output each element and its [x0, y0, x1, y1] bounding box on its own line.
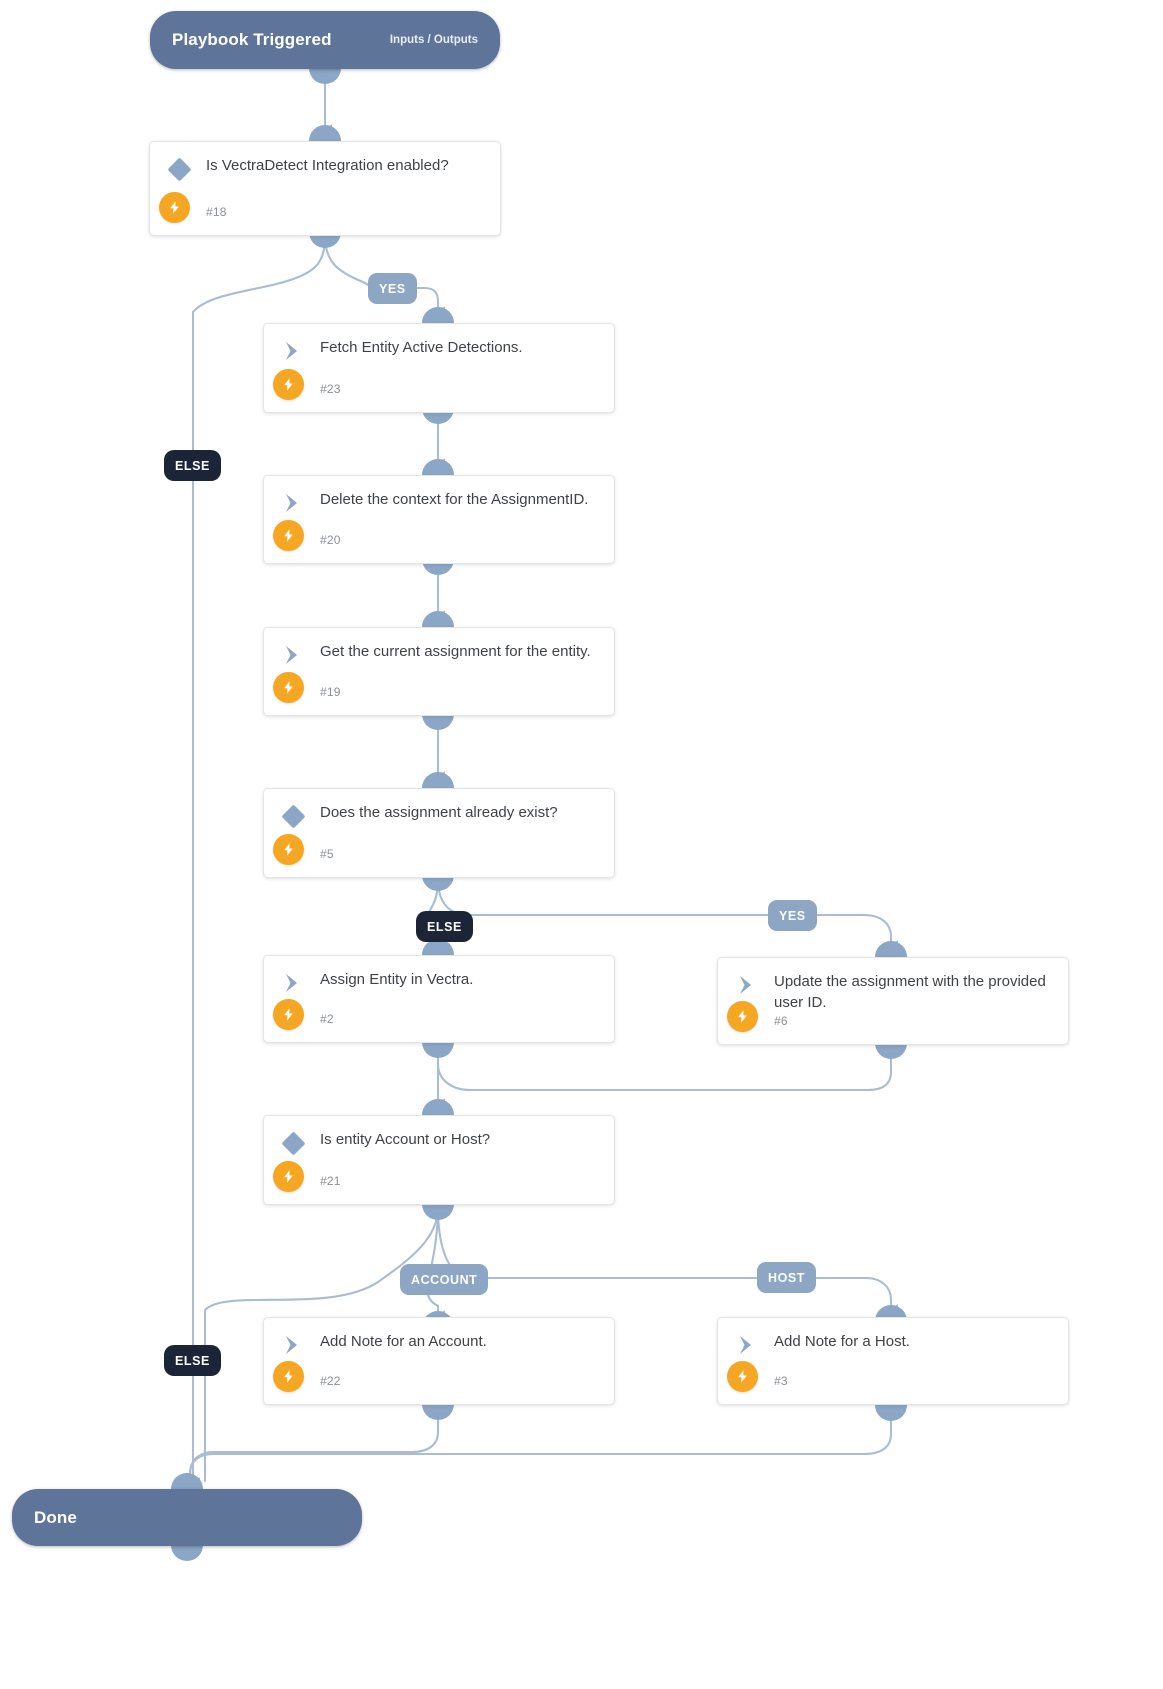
- node-id: #5: [320, 847, 334, 861]
- start-node[interactable]: Playbook Triggered Inputs / Outputs: [150, 11, 500, 69]
- node-card-task-22[interactable]: Add Note for an Account. #22: [263, 1317, 615, 1405]
- node-card-task-2[interactable]: Assign Entity in Vectra. #2: [263, 955, 615, 1043]
- node-id: #23: [320, 382, 341, 396]
- diamond-icon: [166, 156, 192, 182]
- node-title: Update the assignment with the provided …: [774, 973, 1046, 1012]
- end-node-title: Done: [34, 1507, 77, 1527]
- chevron-icon: [280, 642, 306, 668]
- branch-label-account[interactable]: ACCOUNT: [400, 1264, 489, 1295]
- node-card-task-20[interactable]: Delete the context for the AssignmentID.…: [263, 475, 615, 564]
- lightning-bolt-icon: [727, 1001, 758, 1032]
- node-id: #2: [320, 1012, 334, 1026]
- chevron-icon: [734, 1332, 760, 1358]
- node-card-condition-18[interactable]: Is VectraDetect Integration enabled? #18: [149, 141, 501, 236]
- lightning-bolt-icon: [273, 1161, 304, 1192]
- chevron-icon: [280, 490, 306, 516]
- node-id: #6: [774, 1014, 788, 1028]
- node-title: Delete the context for the AssignmentID.: [320, 491, 589, 508]
- lightning-bolt-icon: [273, 999, 304, 1030]
- lightning-bolt-icon: [273, 520, 304, 551]
- chevron-icon: [280, 1332, 306, 1358]
- branch-label-else-1[interactable]: ELSE: [164, 450, 221, 481]
- chevron-icon: [734, 972, 760, 998]
- branch-label-host[interactable]: HOST: [757, 1262, 816, 1293]
- chevron-icon: [280, 338, 306, 364]
- node-id: #18: [206, 205, 227, 219]
- node-title: Add Note for a Host.: [774, 1333, 910, 1350]
- node-card-task-19[interactable]: Get the current assignment for the entit…: [263, 627, 615, 716]
- lightning-bolt-icon: [273, 1361, 304, 1392]
- diamond-icon: [280, 803, 306, 829]
- node-id: #22: [320, 1374, 341, 1388]
- branch-label-yes-1[interactable]: YES: [368, 273, 417, 304]
- lightning-bolt-icon: [159, 192, 190, 223]
- node-card-condition-21[interactable]: Is entity Account or Host? #21: [263, 1115, 615, 1205]
- node-card-task-23[interactable]: Fetch Entity Active Detections. #23: [263, 323, 615, 413]
- node-title: Does the assignment already exist?: [320, 804, 558, 821]
- end-node[interactable]: Done: [12, 1489, 362, 1546]
- node-card-condition-5[interactable]: Does the assignment already exist? #5: [263, 788, 615, 878]
- start-node-inputs-outputs[interactable]: Inputs / Outputs: [389, 34, 478, 46]
- branch-label-else-2[interactable]: ELSE: [416, 911, 473, 942]
- node-id: #21: [320, 1174, 341, 1188]
- node-title: Fetch Entity Active Detections.: [320, 339, 523, 356]
- node-id: #20: [320, 533, 341, 547]
- node-title: Get the current assignment for the entit…: [320, 643, 591, 660]
- lightning-bolt-icon: [273, 672, 304, 703]
- node-title: Add Note for an Account.: [320, 1333, 487, 1350]
- node-id: #19: [320, 685, 341, 699]
- branch-label-else-3[interactable]: ELSE: [164, 1345, 221, 1376]
- start-node-title: Playbook Triggered: [172, 30, 332, 49]
- node-id: #3: [774, 1374, 788, 1388]
- node-title: Assign Entity in Vectra.: [320, 971, 474, 988]
- node-title: Is entity Account or Host?: [320, 1131, 491, 1148]
- node-title: Is VectraDetect Integration enabled?: [206, 157, 449, 174]
- node-card-task-3[interactable]: Add Note for a Host. #3: [717, 1317, 1069, 1405]
- diamond-icon: [280, 1130, 306, 1156]
- branch-label-yes-2[interactable]: YES: [768, 900, 817, 931]
- lightning-bolt-icon: [727, 1361, 758, 1392]
- chevron-icon: [280, 970, 306, 996]
- lightning-bolt-icon: [273, 834, 304, 865]
- node-card-task-6[interactable]: Update the assignment with the provided …: [717, 957, 1069, 1045]
- lightning-bolt-icon: [273, 369, 304, 400]
